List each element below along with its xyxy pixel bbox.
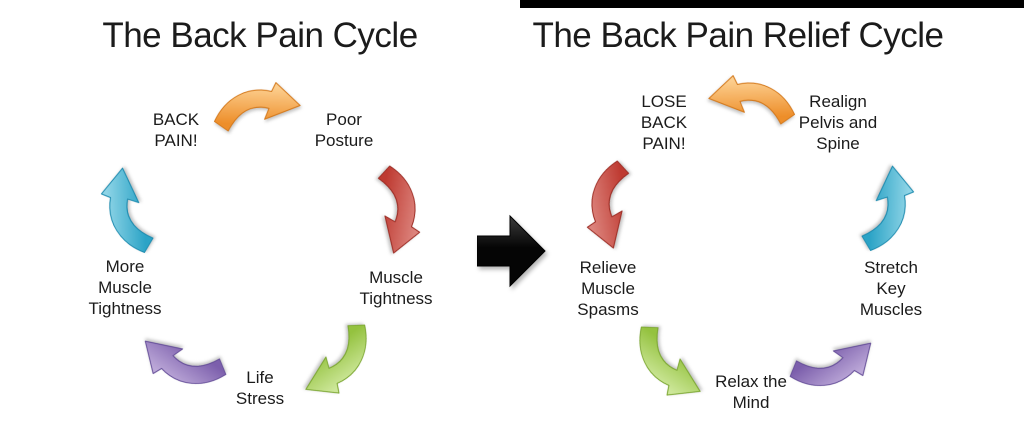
right-cycle-title: The Back Pain Relief Cycle xyxy=(532,16,944,55)
cyan-curved-arrow-icon xyxy=(100,164,155,256)
step-life-stress: Life Stress xyxy=(235,368,285,408)
orange-curved-arrow-icon xyxy=(212,80,304,135)
step-relax-the-mind: Relax the Mind xyxy=(715,372,787,412)
step-relieve-muscle-spasms: Relieve Muscle Spasms xyxy=(577,258,639,319)
cyan-curved-arrow-icon xyxy=(859,162,915,254)
purple-curved-arrow-icon xyxy=(130,315,234,409)
top-black-bar xyxy=(520,0,1024,8)
step-more-muscle-tightness: More Muscle Tightness xyxy=(88,257,162,318)
step-poor-posture: Poor Posture xyxy=(314,110,374,150)
green-curved-arrow-icon xyxy=(286,315,390,409)
purple-curved-arrow-icon xyxy=(782,317,886,411)
step-realign-pelvis-and-spine: Realign Pelvis and Spine xyxy=(798,92,878,153)
green-curved-arrow-icon xyxy=(616,317,720,411)
step-stretch-key-muscles: Stretch Key Muscles xyxy=(859,258,923,319)
step-lose-back-pain: LOSE BACK PAIN! xyxy=(640,92,688,153)
orange-curved-arrow-icon xyxy=(705,73,797,128)
transition-arrow-icon xyxy=(476,213,547,289)
step-back-pain: BACK PAIN! xyxy=(152,110,200,150)
step-muscle-tightness: Muscle Tightness xyxy=(359,268,433,308)
left-cycle-title: The Back Pain Cycle xyxy=(102,16,418,55)
red-curved-arrow-icon xyxy=(577,157,644,255)
red-curved-arrow-icon xyxy=(364,162,431,260)
